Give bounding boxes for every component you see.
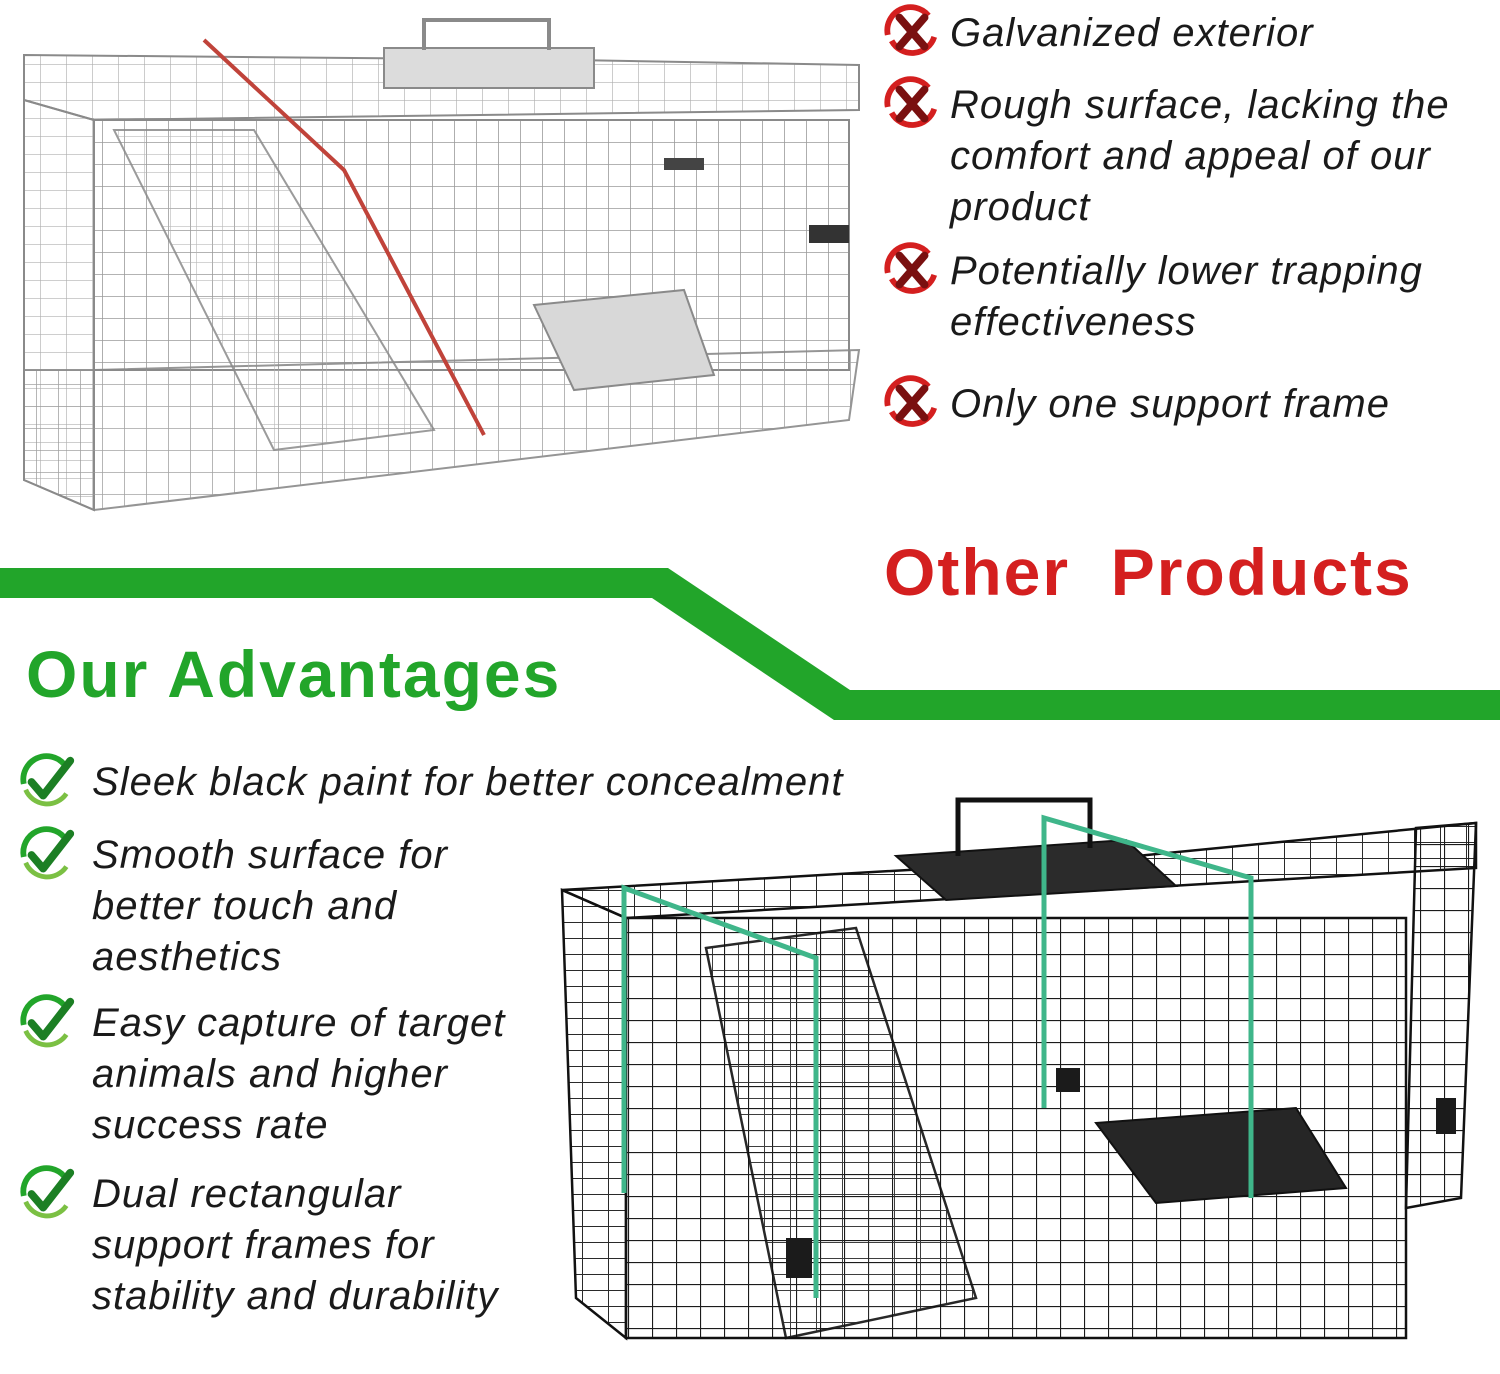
red-x-swoosh-icon (880, 74, 942, 136)
other-item: Only one support frame (880, 375, 1498, 435)
advantage-item-text: Smooth surface for better touch and aest… (92, 833, 448, 979)
other-item: Potentially lower trapping effectiveness (880, 242, 1498, 348)
other-item-text: Rough surface, lacking the comfort and a… (950, 83, 1450, 229)
other-item-text: Galvanized exterior (950, 11, 1314, 55)
red-x-swoosh-icon (880, 2, 942, 64)
advantage-item-text: Easy capture of target animals and highe… (92, 1001, 506, 1147)
other-item: Galvanized exterior (880, 4, 1490, 64)
green-check-swoosh-icon (16, 751, 78, 813)
advantage-item: Dual rectangular support frames for stab… (16, 1165, 542, 1322)
section-divider (0, 568, 1500, 720)
advantage-item-text: Sleek black paint for better concealment (92, 760, 844, 804)
galvanized-cage-image (14, 10, 864, 520)
advantage-item: Smooth surface for better touch and aest… (16, 826, 492, 983)
red-x-swoosh-icon (880, 240, 942, 302)
other-products-heading: Other Products (884, 535, 1413, 609)
other-item-text: Potentially lower trapping effectiveness (950, 249, 1423, 344)
green-check-swoosh-icon (16, 992, 78, 1054)
advantage-item: Easy capture of target animals and highe… (16, 994, 552, 1151)
green-check-swoosh-icon (16, 824, 78, 886)
advantage-item-text: Dual rectangular support frames for stab… (92, 1172, 499, 1318)
our-advantages-heading: Our Advantages (26, 637, 562, 711)
black-cage-image (556, 778, 1486, 1368)
other-item: Rough surface, lacking the comfort and a… (880, 76, 1498, 233)
green-check-swoosh-icon (16, 1163, 78, 1225)
advantage-item: Sleek black paint for better concealment (16, 753, 932, 813)
red-x-swoosh-icon (880, 373, 942, 435)
other-item-text: Only one support frame (950, 382, 1390, 426)
